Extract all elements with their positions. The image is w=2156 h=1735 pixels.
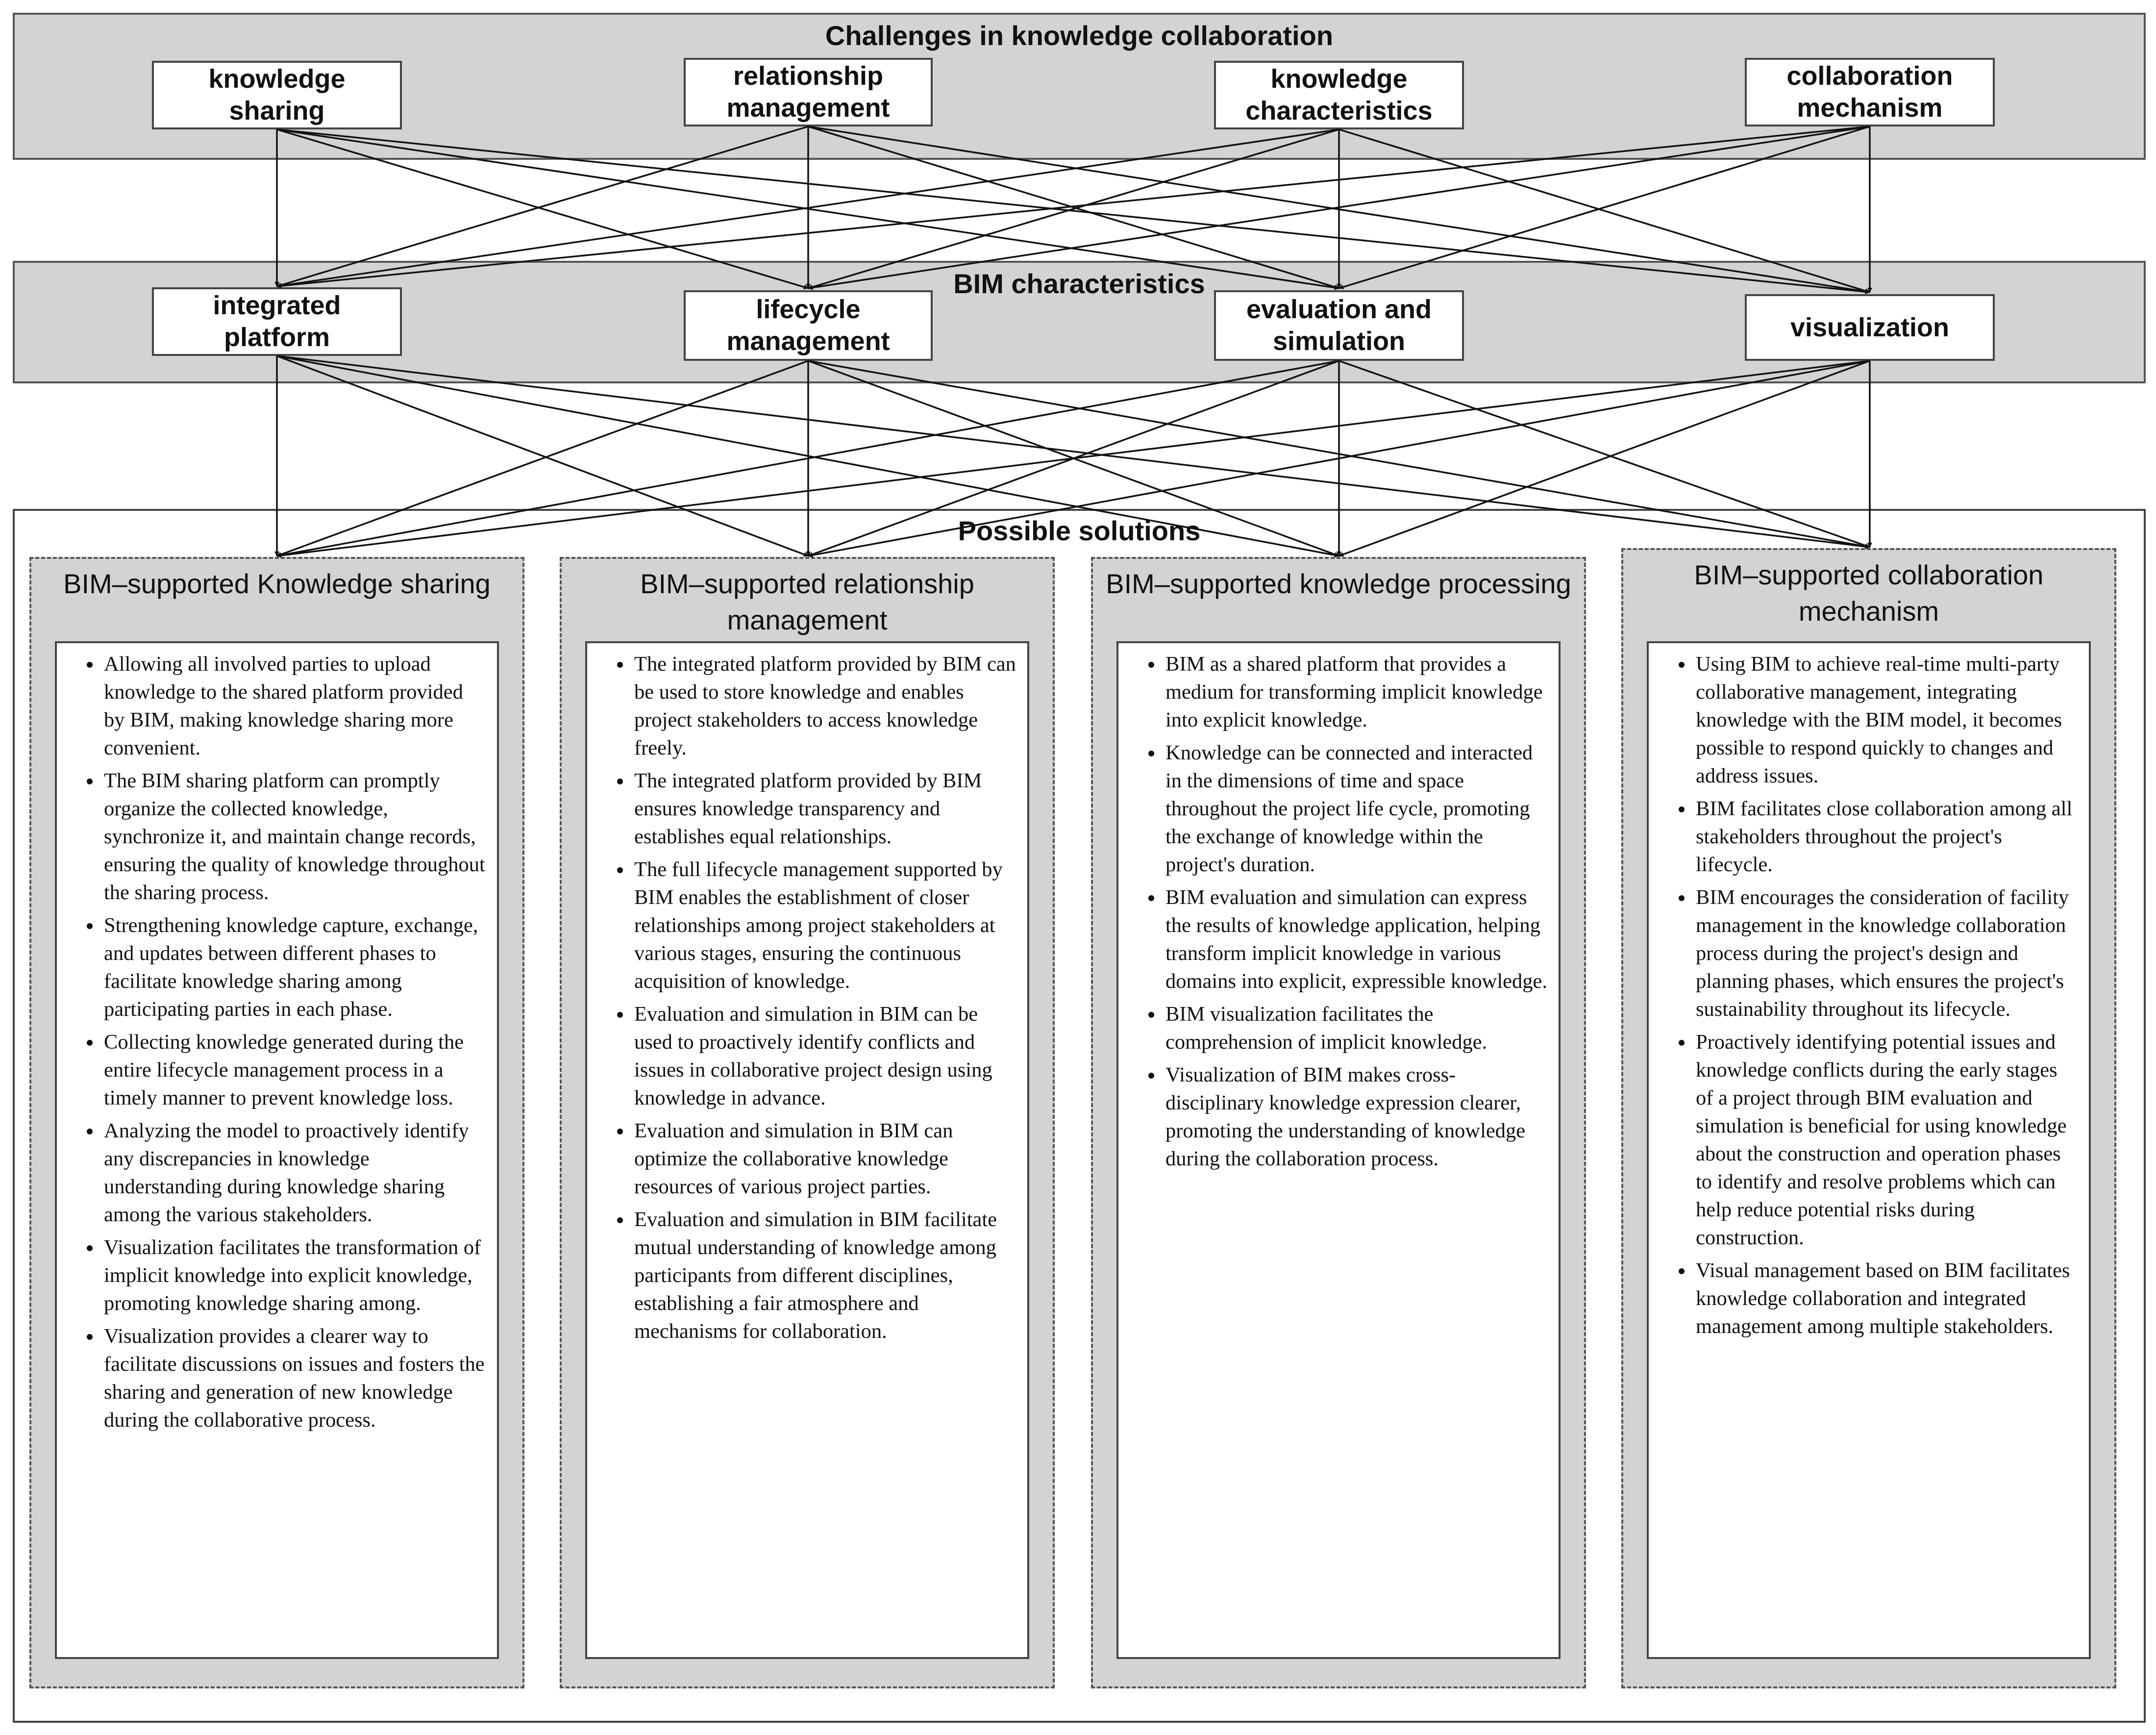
solution-list: Using BIM to achieve real-time multi-par… (1649, 643, 2089, 1340)
connector-arrow (1338, 126, 1870, 290)
solution-bullet: Proactively identifying potential issues… (1694, 1028, 2079, 1252)
solution-bullet: The full lifecycle management supported … (632, 855, 1017, 995)
solution-list-box: BIM as a shared platform that provides a… (1116, 641, 1561, 1659)
bim-node-integrated-platform: integrated platform (152, 287, 402, 356)
solution-bullet: Visual management based on BIM facilitat… (1694, 1257, 2079, 1340)
solution-bullet: Evaluation and simulation in BIM can be … (632, 1000, 1017, 1112)
connector-arrow (276, 128, 809, 290)
connector-arrow (276, 360, 1870, 558)
solution-bullet: BIM as a shared platform that provides a… (1164, 650, 1549, 734)
solution-bullet: The integrated platform provided by BIM … (632, 650, 1017, 762)
connector-arrow (1338, 360, 1870, 557)
challenge-node-knowledge-characteristics: knowledge characteristics (1214, 61, 1464, 129)
connector-arrow (276, 360, 809, 557)
solution-bullet: The BIM sharing platform can promptly or… (102, 767, 487, 906)
connector-arrow (276, 128, 1339, 288)
connector-arrow (276, 355, 1870, 549)
solution-bullet: The integrated platform provided by BIM … (632, 767, 1017, 851)
bim-node-evaluation-and-simulation: evaluation and simulation (1214, 290, 1464, 361)
solution-title: BIM–supported collaboration mechanism (1694, 559, 2044, 627)
challenge-node-collaboration-mechanism: collaboration mechanism (1745, 58, 1995, 126)
solution-list-box: Using BIM to achieve real-time multi-par… (1647, 641, 2091, 1659)
solution-bullet: Knowledge can be connected and interacte… (1164, 739, 1549, 879)
connector-arrow (276, 126, 1870, 289)
solution-bullet: Visualization of BIM makes cross-discipl… (1164, 1061, 1549, 1173)
bim-node-lifecycle-management: lifecycle management (684, 290, 933, 361)
solution-bullet: BIM evaluation and simulation can expres… (1164, 883, 1549, 995)
solution-bullet: Visualization facilitates the transforma… (102, 1233, 487, 1317)
connector-arrow (808, 128, 1339, 290)
solution-title: BIM–supported knowledge processing (1106, 568, 1571, 599)
solution-bullet: Strengthening knowledge capture, exchang… (102, 911, 487, 1023)
bim-node-visualization: visualization (1745, 294, 1995, 361)
solution-bullet: BIM visualization facilitates the compre… (1164, 1000, 1549, 1056)
connector-arrow (276, 126, 809, 288)
solution-bullet: Collecting knowledge generated during th… (102, 1028, 487, 1112)
challenge-node-knowledge-sharing: knowledge sharing (152, 61, 402, 129)
solution-list: Allowing all involved parties to upload … (57, 643, 497, 1434)
solution-list: BIM as a shared platform that provides a… (1118, 643, 1559, 1173)
connector-arrow (1338, 128, 1870, 294)
solution-list: The integrated platform provided by BIM … (587, 643, 1027, 1345)
solution-column-collaboration-mechanism: BIM–supported collaboration mechanism Us… (1621, 548, 2116, 1688)
solution-column-knowledge-sharing: BIM–supported Knowledge sharing Allowing… (29, 557, 524, 1688)
challenge-node-relationship-management: relationship management (684, 58, 933, 126)
solution-title: BIM–supported relationship management (640, 568, 974, 635)
solution-bullet: Using BIM to achieve real-time multi-par… (1694, 650, 2079, 790)
solution-bullet: Allowing all involved parties to upload … (102, 650, 487, 762)
solution-bullet: Analyzing the model to proactively ident… (102, 1117, 487, 1229)
solution-bullet: Visualization provides a clearer way to … (102, 1322, 487, 1434)
connector-arrow (808, 126, 1870, 290)
challenges-title: Challenges in knowledge collaboration (825, 20, 1334, 51)
connector-arrow (808, 126, 1339, 290)
solution-title: BIM–supported Knowledge sharing (63, 568, 491, 599)
connector-arrow (276, 128, 1870, 295)
solution-bullet: BIM facilitates close collaboration amon… (1694, 795, 2079, 879)
solution-column-knowledge-processing: BIM–supported knowledge processing BIM a… (1091, 557, 1586, 1688)
bim-characteristics-title: BIM characteristics (953, 268, 1205, 299)
connector-arrow (808, 360, 1870, 558)
connector-arrow (1338, 360, 1870, 548)
solution-bullet: BIM encourages the consideration of faci… (1694, 883, 2079, 1023)
solution-bullet: Evaluation and simulation in BIM can opt… (632, 1117, 1017, 1201)
solution-column-relationship-management: BIM–supported relationship management Th… (560, 557, 1055, 1688)
connector-arrow (276, 355, 809, 557)
solution-bullet: Evaluation and simulation in BIM facilit… (632, 1206, 1017, 1345)
connector-arrow (276, 360, 1339, 558)
solution-list-box: The integrated platform provided by BIM … (585, 641, 1029, 1659)
solution-list-box: Allowing all involved parties to upload … (55, 641, 499, 1659)
